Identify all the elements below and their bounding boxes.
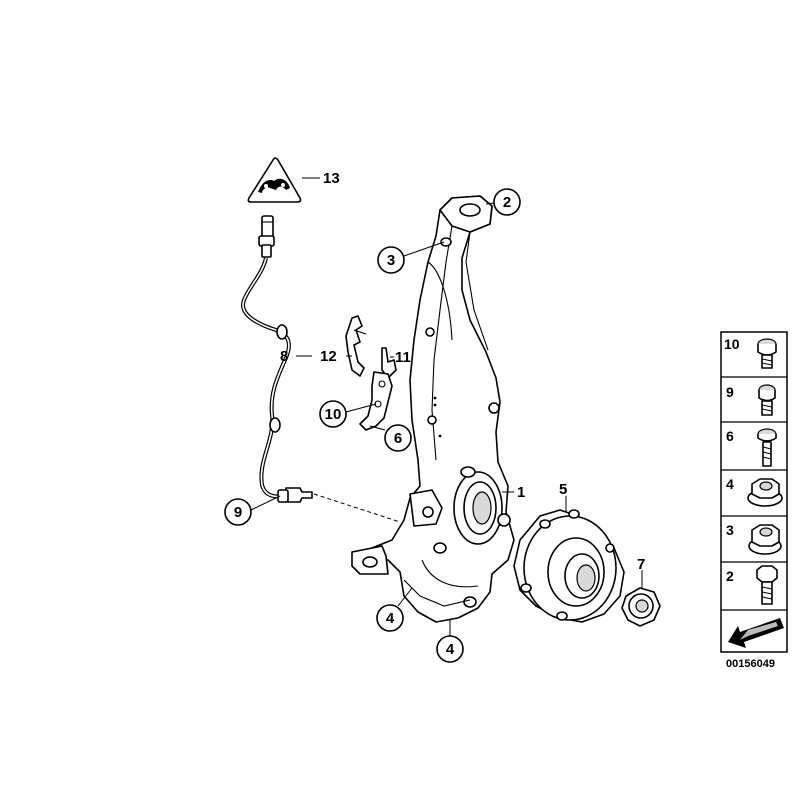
callout-4a: 4 <box>386 610 395 627</box>
label-8: 8 <box>280 348 288 365</box>
label-12: 12 <box>320 348 337 365</box>
callout-6: 6 <box>394 430 402 447</box>
callout-circle-6 <box>384 424 412 452</box>
legend-number-9: 9 <box>726 384 734 400</box>
callout-circle-3 <box>377 246 405 274</box>
abs-sensor-cable <box>241 215 313 503</box>
cable-clip-11 <box>381 347 397 379</box>
torx-bolt-icon <box>758 384 776 416</box>
label-11: 11 <box>395 349 411 366</box>
torx-screw-long-icon <box>757 428 777 467</box>
warning-label-icon <box>247 157 302 203</box>
fastener-legend: 10 9 6 4 <box>720 331 788 653</box>
callout-4b: 4 <box>446 641 455 658</box>
direction-arrow-icon <box>728 618 784 648</box>
collar-nut-icon <box>747 478 783 507</box>
leader-2 <box>485 202 495 205</box>
sensor-guide-line <box>313 493 401 523</box>
label-5: 5 <box>559 481 567 498</box>
legend-number-3: 3 <box>726 522 734 538</box>
callout-circle-4a <box>376 604 404 632</box>
legend-number-2: 2 <box>726 568 734 584</box>
legend-number-4: 4 <box>726 476 734 492</box>
legend-number-6: 6 <box>726 428 734 444</box>
callout-3: 3 <box>387 252 395 269</box>
callout-circle-9 <box>224 498 252 526</box>
hex-nut-icon <box>748 524 782 555</box>
wheel-hub <box>513 509 625 623</box>
hex-bolt-icon <box>756 565 778 605</box>
callout-2: 2 <box>503 194 511 211</box>
drawing-code: 00156049 <box>726 658 775 670</box>
label-7: 7 <box>637 556 645 573</box>
leader-4a <box>397 587 413 607</box>
leader-10 <box>345 403 377 413</box>
label-13: 13 <box>323 170 340 187</box>
torx-bolt-short-icon <box>757 338 777 369</box>
leader-6 <box>369 425 386 431</box>
callout-10: 10 <box>325 406 342 423</box>
callout-circle-10 <box>319 400 347 428</box>
callout-circle-2 <box>493 188 521 216</box>
steering-knuckle <box>351 195 515 623</box>
collar-nut-7 <box>621 587 661 627</box>
label-1: 1 <box>517 484 525 501</box>
leader-3 <box>403 241 445 257</box>
sensor-bracket-10 <box>359 371 393 431</box>
leader-9 <box>250 495 281 511</box>
legend-number-10: 10 <box>724 336 740 352</box>
callout-9: 9 <box>234 504 242 521</box>
callout-circle-4b <box>436 635 464 663</box>
cable-bracket-12 <box>345 315 367 377</box>
